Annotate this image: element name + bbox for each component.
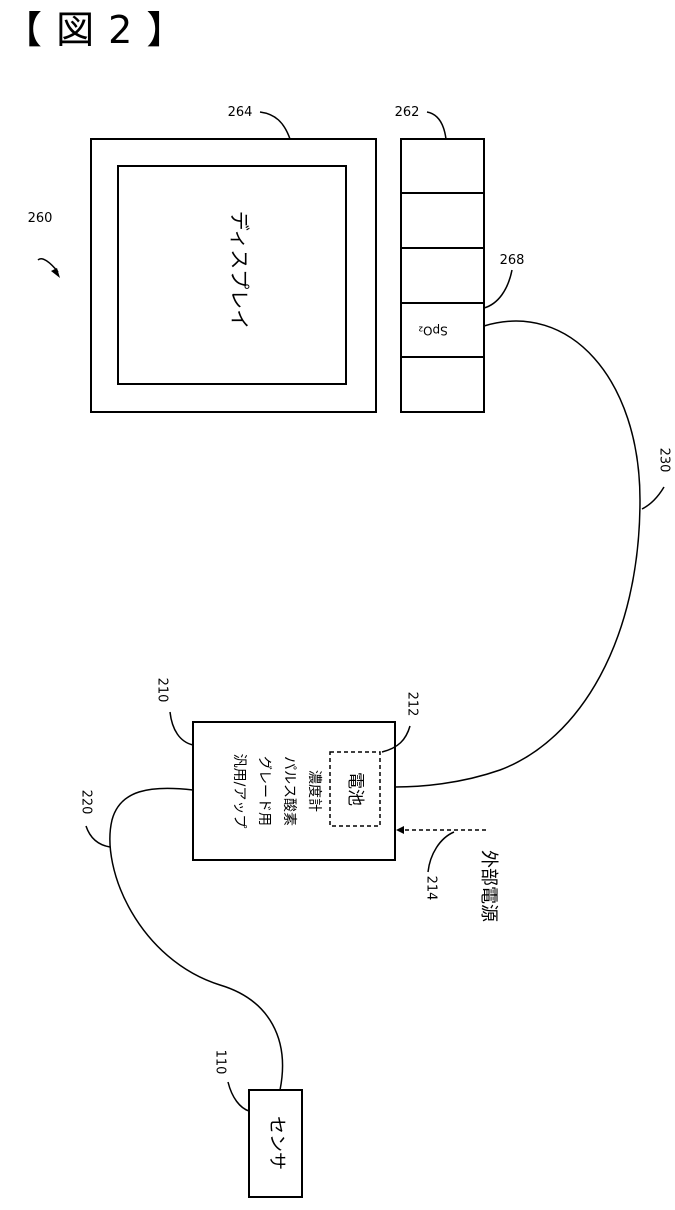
leader-external-power — [428, 832, 454, 872]
leader-system-arrowhead — [51, 268, 60, 278]
oximeter-line-1: 汎用/アップ — [231, 754, 247, 829]
oximeter-line-3: パルス酸素 — [281, 756, 297, 826]
side-panel — [401, 139, 484, 412]
external-power-label: 外部電源 — [478, 850, 499, 922]
ref-cable-sensor: 220 — [79, 790, 94, 815]
oximeter-line-2: グレード用 — [256, 756, 272, 826]
ref-panel: 262 — [395, 105, 420, 120]
ref-sensor: 110 — [213, 1050, 228, 1075]
cable-220 — [110, 788, 283, 1090]
cable-230 — [395, 321, 640, 787]
ref-external-power: 214 — [424, 876, 439, 901]
sensor-label: センサ — [266, 1116, 287, 1170]
external-power-arrowhead — [396, 826, 404, 834]
ref-oximeter: 210 — [155, 678, 170, 703]
ref-display: 264 — [228, 105, 253, 120]
spo2-slot-label: SpO₂ — [418, 324, 448, 338]
ref-battery: 212 — [405, 692, 420, 717]
leader-cable-monitor — [642, 487, 664, 509]
ref-cable-monitor: 230 — [657, 448, 672, 473]
leader-display — [260, 112, 290, 139]
ref-system: 260 — [28, 211, 53, 226]
leader-oximeter — [170, 712, 193, 745]
ref-spo2-slot: 268 — [500, 253, 525, 268]
leader-cable-sensor — [86, 826, 110, 847]
battery-label: 電池 — [345, 772, 365, 806]
leader-panel — [427, 112, 446, 139]
leader-sensor — [228, 1082, 249, 1111]
oximeter-line-4: 濃度計 — [306, 770, 322, 812]
leader-spo2-slot — [484, 270, 512, 308]
display-label: ディスプレイ — [228, 211, 252, 330]
